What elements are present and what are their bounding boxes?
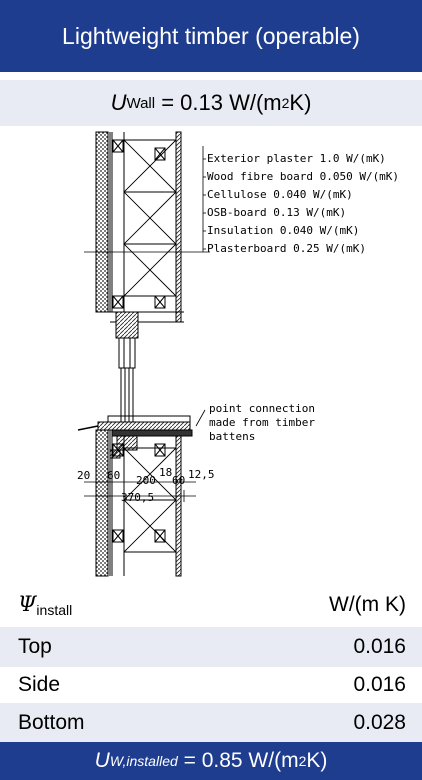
row-value: 0.016 xyxy=(353,635,406,658)
dimension-370-5: 370,5 xyxy=(121,491,154,504)
row-label: Top xyxy=(18,635,52,658)
page-title: Lightweight timber (operable) xyxy=(62,22,360,49)
upper-plasterboard xyxy=(175,131,182,323)
row-label: Bottom xyxy=(18,711,85,734)
u-wall-number: = 0.13 W/(m xyxy=(161,90,282,115)
u-wall-exponent: 2 xyxy=(281,95,290,111)
u-installed-exponent: 2 xyxy=(298,753,307,769)
lower-plaster xyxy=(95,429,109,577)
layer-label-2: Wood fibre board 0.050 W/(mK) xyxy=(207,170,399,183)
u-installed-number: = 0.85 W/(m xyxy=(183,749,299,772)
layer-label-5: Insulation 0.040 W/(mK) xyxy=(207,224,359,237)
lower-plasterboard xyxy=(175,435,182,577)
layer-label-1: Exterior plaster 1.0 W/(mK) xyxy=(207,152,386,165)
psi-label: Ψinstall xyxy=(18,592,72,618)
upper-plaster xyxy=(95,131,109,313)
u-wall-subscript: Wall xyxy=(126,94,156,112)
u-installed-unit-tail: K) xyxy=(306,749,328,772)
dimension-200: 200 xyxy=(136,474,156,487)
table-row-side: Side 0.016 xyxy=(0,665,422,705)
u-wall-unit-tail: K) xyxy=(289,90,312,115)
dimension-20: 20 xyxy=(77,469,90,482)
section-drawing: Exterior plaster 1.0 W/(mK) Wood fibre b… xyxy=(77,131,399,577)
leader-lines xyxy=(202,146,206,252)
u-installed-subscript: W,installed xyxy=(109,753,178,769)
layer-label-3: Cellulose 0.040 W/(mK) xyxy=(207,188,353,201)
dimension-60a: 60 xyxy=(107,469,120,482)
layer-label-6: Plasterboard 0.25 W/(mK) xyxy=(207,242,366,255)
note-line-2: made from timber xyxy=(209,416,315,429)
dimension-60b: 60 xyxy=(172,474,185,487)
dimension-18: 18 xyxy=(159,466,172,479)
title-bar: Lightweight timber (operable) xyxy=(0,0,422,72)
note-line-1: point connection xyxy=(209,402,315,415)
upper-wall xyxy=(84,131,210,323)
table-row-top: Top 0.016 xyxy=(0,627,422,667)
psi-symbol: Ψ xyxy=(18,592,37,616)
row-label: Side xyxy=(18,673,61,696)
psi-subscript: install xyxy=(36,602,73,618)
table-row-bottom: Bottom 0.028 xyxy=(0,703,422,743)
note-line-3: battens xyxy=(209,430,255,443)
psi-unit: W/(m K) xyxy=(329,593,406,616)
dimension-lines xyxy=(84,476,196,502)
drawing-labels: Exterior plaster 1.0 W/(mK) Wood fibre b… xyxy=(77,152,399,504)
psi-header-row: Ψinstall W/(m K) xyxy=(0,585,422,625)
lower-wall xyxy=(77,409,206,577)
row-value: 0.016 xyxy=(353,673,406,696)
row-value: 0.028 xyxy=(353,711,406,734)
u-wall-symbol: U xyxy=(110,90,127,115)
dimension-12-5: 12,5 xyxy=(188,468,215,481)
layer-label-4: OSB-board 0.13 W/(mK) xyxy=(207,206,346,219)
u-installed-symbol: U xyxy=(94,749,110,772)
construction-drawing: Exterior plaster 1.0 W/(mK) Wood fibre b… xyxy=(0,126,422,580)
